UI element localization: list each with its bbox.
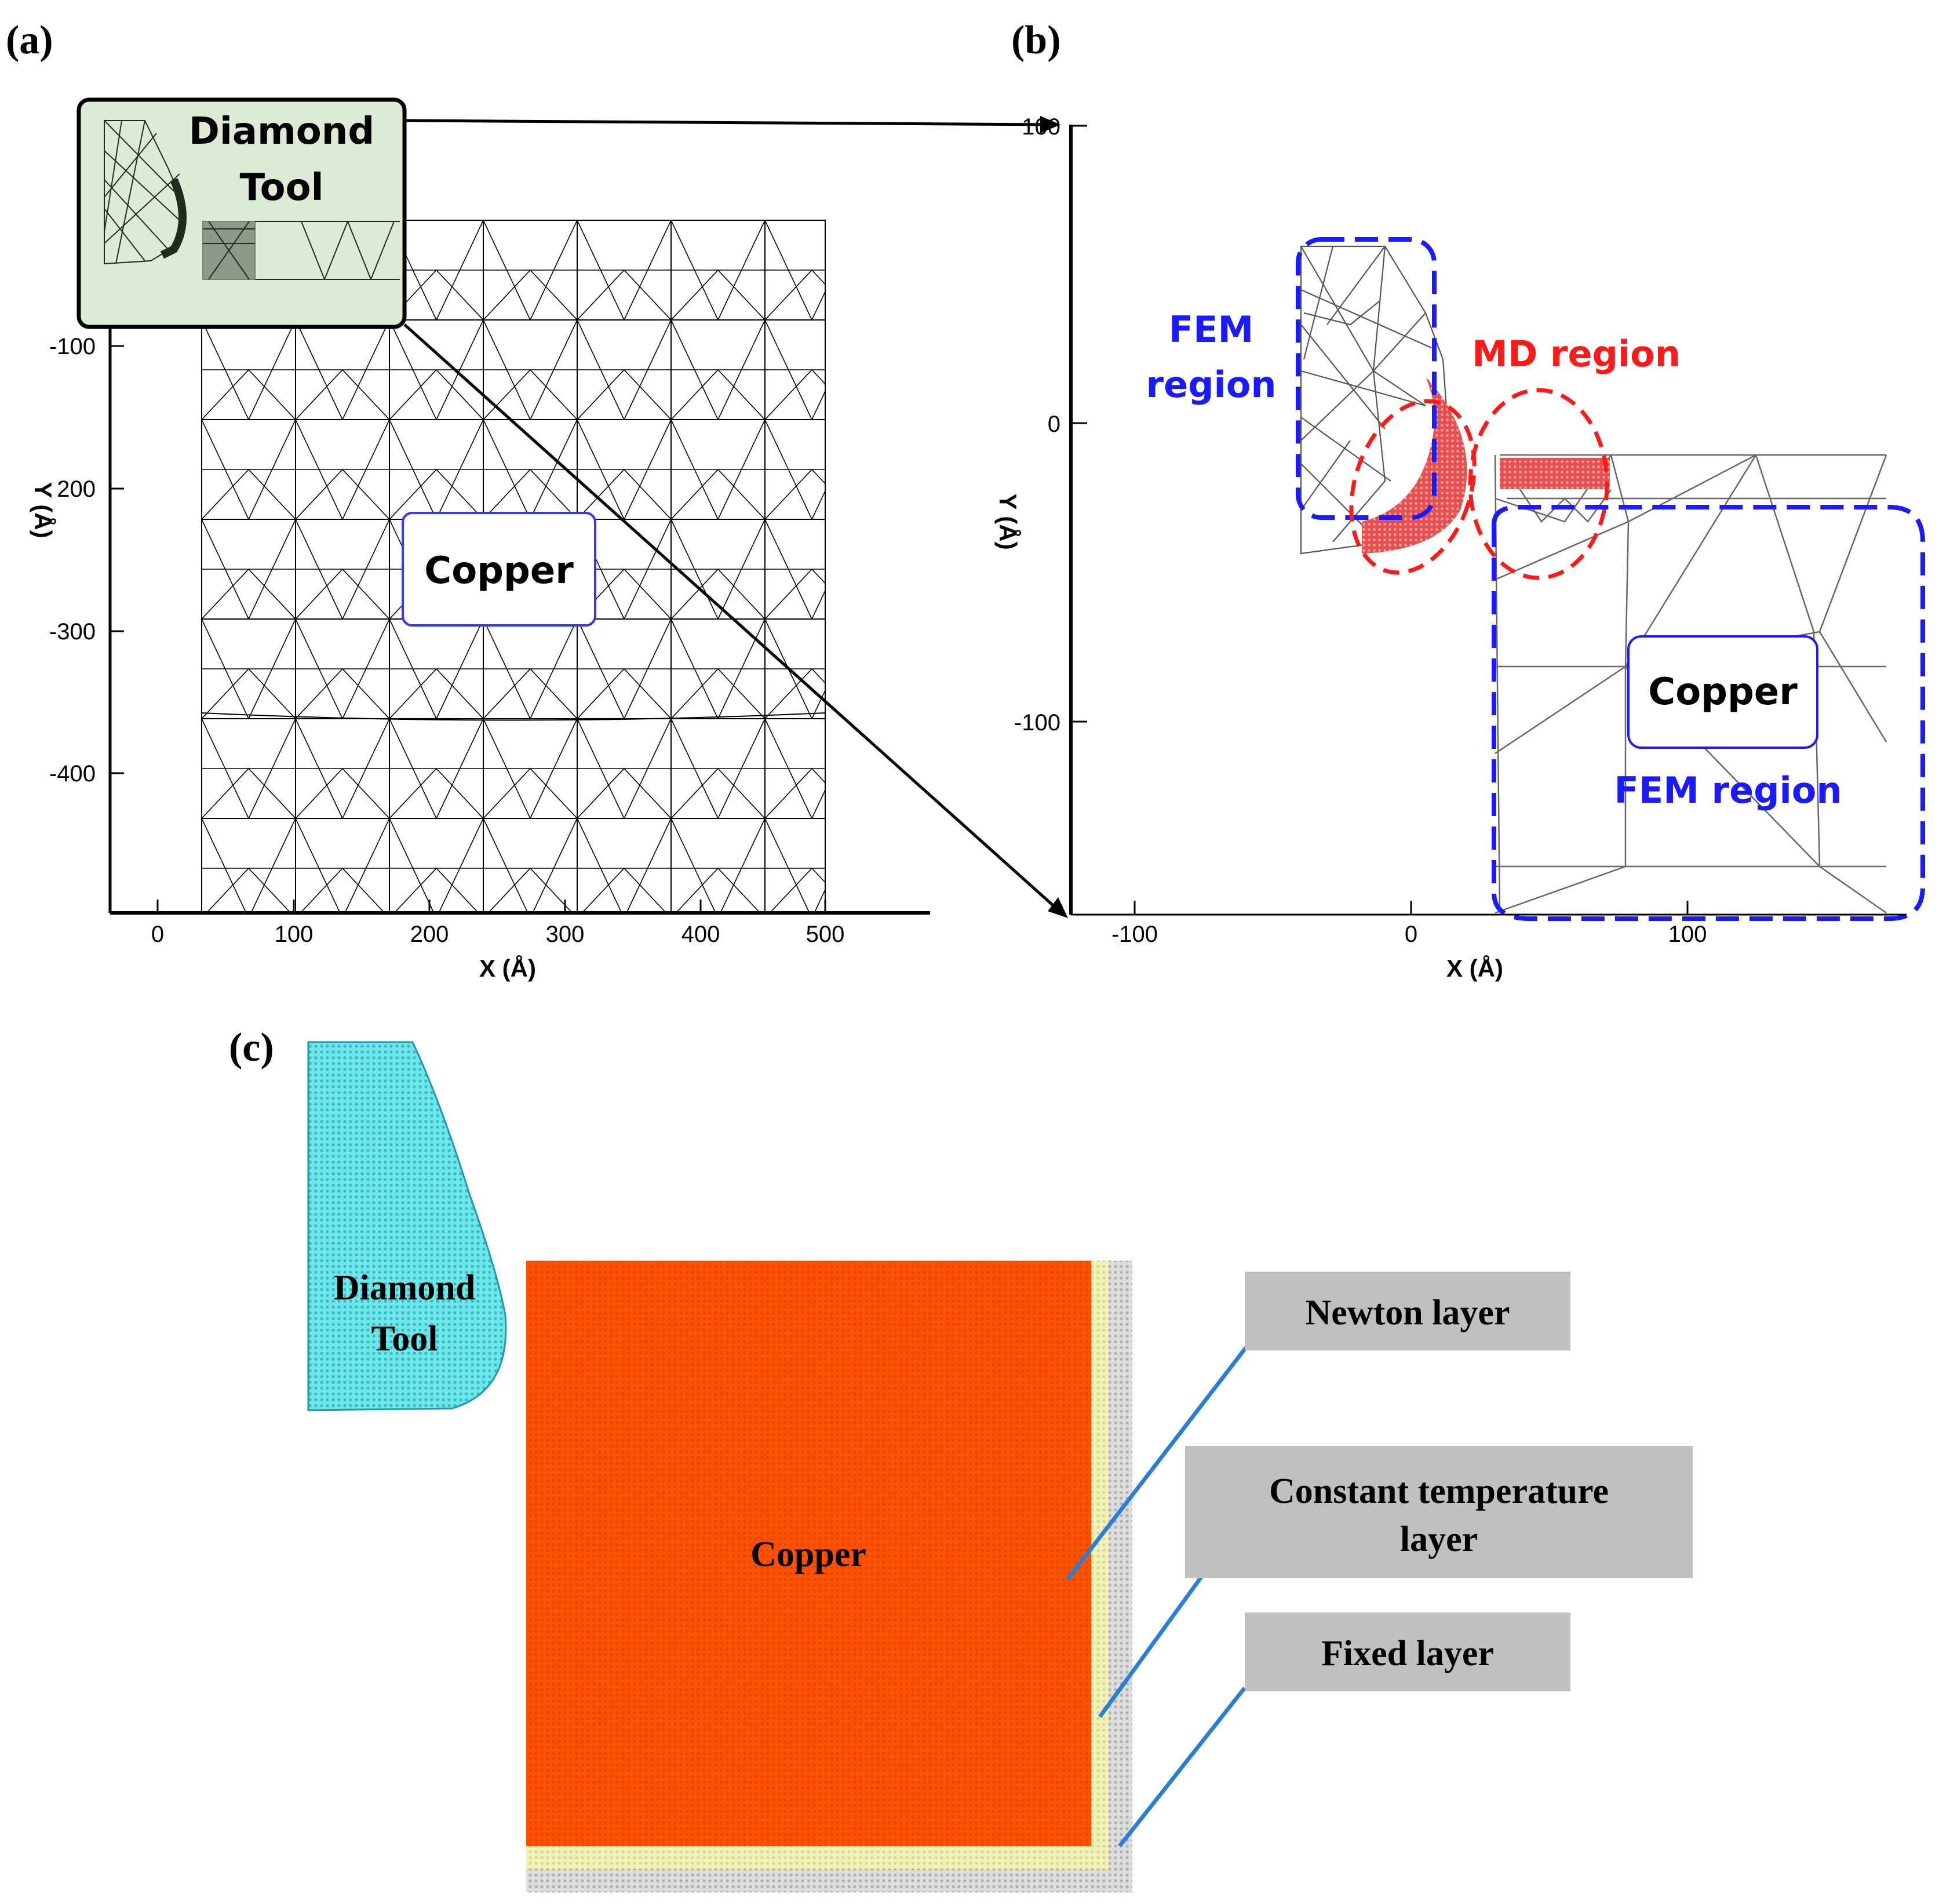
panel-b-fem-tool-label: FEM: [1169, 308, 1253, 351]
panel-b-x-tick: 100: [1668, 922, 1707, 947]
panel-b-md-label: MD region: [1472, 333, 1681, 375]
panel-c-fixed-label: Fixed layer: [1321, 1634, 1494, 1673]
panel-a-y-tick: -100: [49, 334, 96, 359]
panel-b-letter: (b): [1011, 18, 1061, 63]
panel-b-fem-copper-label: FEM region: [1614, 769, 1842, 811]
panel-a-zoom-connectors: [403, 116, 1068, 918]
panel-a-y-tick: 200: [57, 476, 96, 502]
panel-c-tool-label: Tool: [371, 1319, 438, 1359]
panel-c-fixed-label-box: Fixed layer: [1245, 1612, 1570, 1691]
panel-c-constant-label: layer: [1400, 1520, 1478, 1559]
panel-b-y-axis-title: Y (Å): [994, 493, 1022, 549]
panel-b-x-tick: -100: [1111, 922, 1158, 947]
panel-c: (c) Diamond Tool Copper Newton layer Con…: [229, 1025, 1693, 1892]
panel-b: (b): [994, 18, 1925, 982]
panel-a-copper-label: Copper: [424, 549, 574, 592]
panel-b-fem-tool-region: [1296, 237, 1437, 520]
panel-a-letter: (a): [6, 18, 53, 63]
panel-b-md-region-tool: [1349, 399, 1477, 575]
panel-c-newton-layer: [526, 1261, 1091, 1846]
panel-b-copper-md-atoms: [1500, 458, 1610, 489]
panel-b-y-tick: -100: [1014, 710, 1060, 736]
panel-a-x-tick: 500: [806, 922, 845, 947]
panel-c-constant-label-box: Constant temperature layer: [1185, 1446, 1693, 1578]
panel-a-y-axis-title: Y (Å): [30, 482, 57, 538]
panel-c-tool-label: Diamond: [334, 1268, 476, 1308]
panel-c-newton-label-box: Newton layer: [1245, 1272, 1570, 1350]
panel-a-tool-label: Diamond: [189, 110, 374, 153]
panel-c-leader-lines: [1066, 1346, 1248, 1848]
panel-b-md-region-copper: [1468, 388, 1609, 580]
panel-c-letter: (c): [229, 1025, 274, 1070]
panel-b-y-tick: 0: [1048, 412, 1060, 437]
panel-c-copper-label: Copper: [750, 1535, 866, 1574]
panel-a-copper-box: Copper: [402, 512, 596, 627]
panel-a-x-tick: 400: [681, 922, 720, 947]
panel-a-tool-label: Tool: [239, 166, 323, 209]
panel-b-axes: 100 0 -100 -100 0 100 X (Å) Y (Å): [994, 114, 1907, 982]
panel-c-diamond-tool: [307, 1041, 507, 1411]
panel-b-y-tick: 100: [1022, 114, 1060, 140]
panel-a-x-axis-title: X (Å): [479, 955, 536, 982]
panel-a-y-tick: -400: [49, 761, 96, 787]
panel-b-copper-box: Copper: [1627, 635, 1818, 749]
panel-c-constant-label: Constant temperature: [1269, 1472, 1609, 1511]
panel-b-copper-label: Copper: [1648, 671, 1798, 713]
panel-a: (a) 0 100 200 300 400 500 0 -: [6, 18, 1068, 982]
panel-c-newton-label: Newton layer: [1306, 1293, 1510, 1333]
panel-a-x-tick: 300: [546, 922, 585, 947]
panel-a-x-tick: 0: [151, 922, 164, 947]
panel-b-tool-md-atoms: [1362, 377, 1467, 554]
panel-b-fem-tool-label: region: [1146, 363, 1277, 406]
panel-a-tool-mesh: [104, 120, 400, 280]
panel-b-x-axis-title: X (Å): [1446, 955, 1503, 982]
panel-b-x-tick: 0: [1405, 922, 1417, 947]
panel-a-y-tick: -300: [49, 619, 96, 645]
panel-a-x-tick: 200: [410, 922, 449, 947]
panel-a-x-tick: 100: [275, 922, 314, 947]
panel-a-tool-box: Diamond Tool: [76, 97, 407, 329]
